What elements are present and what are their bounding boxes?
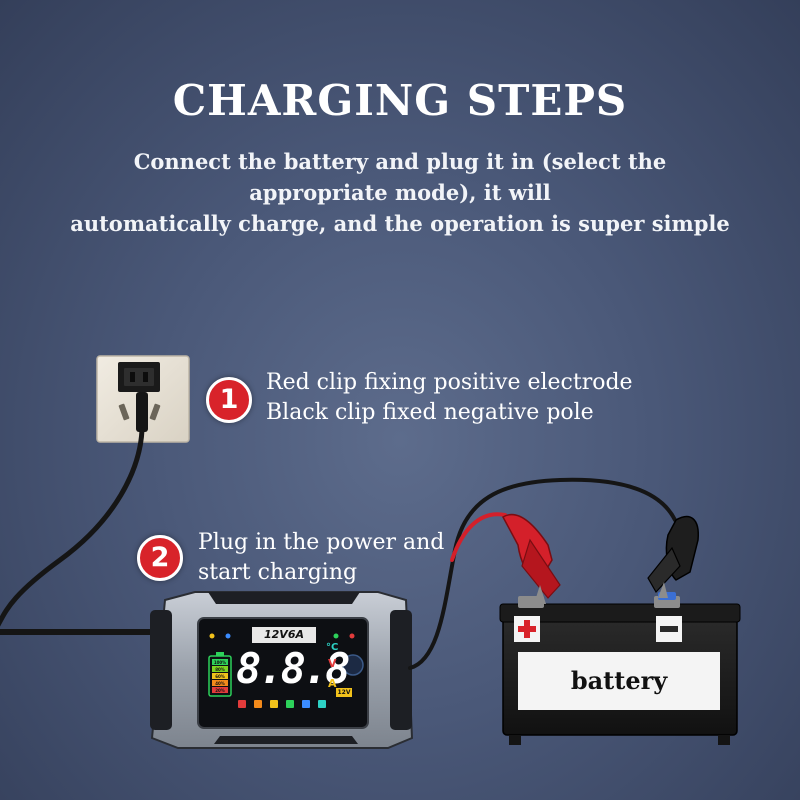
step-2-text: Plug in the power and start charging <box>198 528 444 588</box>
charger-model-label: 12V6A <box>264 628 304 641</box>
step-1-line-1: Red clip fixing positive electrode <box>266 370 633 395</box>
charger-device <box>150 591 414 749</box>
black-clip-icon <box>647 515 699 598</box>
step-2-line-1: Plug in the power and <box>198 530 445 555</box>
battery-label: battery <box>570 666 668 695</box>
charger-amp-unit: A <box>328 677 337 690</box>
step-1-badge: 1 <box>206 377 252 423</box>
subtitle-line-3: automatically charge, and the operation … <box>70 211 730 236</box>
battery-icon <box>499 592 741 745</box>
step-1-text: Red clip fixing positive electrode Black… <box>266 368 633 428</box>
subtitle-line-2: appropriate mode), it will <box>249 180 551 205</box>
step-1-line-2: Black clip fixed negative pole <box>266 400 594 425</box>
charger-mode-badge: 12V <box>336 688 352 697</box>
charger-display-digits: 8.8.8 <box>236 644 350 693</box>
level-80: 80% <box>215 667 225 672</box>
step-2-line-2: start charging <box>198 560 358 585</box>
power-cord <box>0 427 145 627</box>
step-2-badge: 2 <box>137 535 183 581</box>
level-100: 100% <box>213 660 227 665</box>
output-cable <box>408 477 677 670</box>
level-40: 40% <box>215 681 225 686</box>
subtitle: Connect the battery and plug it in (sele… <box>40 146 760 239</box>
level-20: 20% <box>215 688 225 693</box>
wall-outlet-icon <box>96 355 190 443</box>
page-title: CHARGING STEPS <box>172 76 628 125</box>
charger-volt-unit: V <box>328 657 337 670</box>
charger-temp-unit: °C <box>326 642 339 653</box>
subtitle-line-1: Connect the battery and plug it in (sele… <box>133 149 667 174</box>
red-clip-icon <box>501 513 561 604</box>
level-60: 60% <box>215 674 225 679</box>
